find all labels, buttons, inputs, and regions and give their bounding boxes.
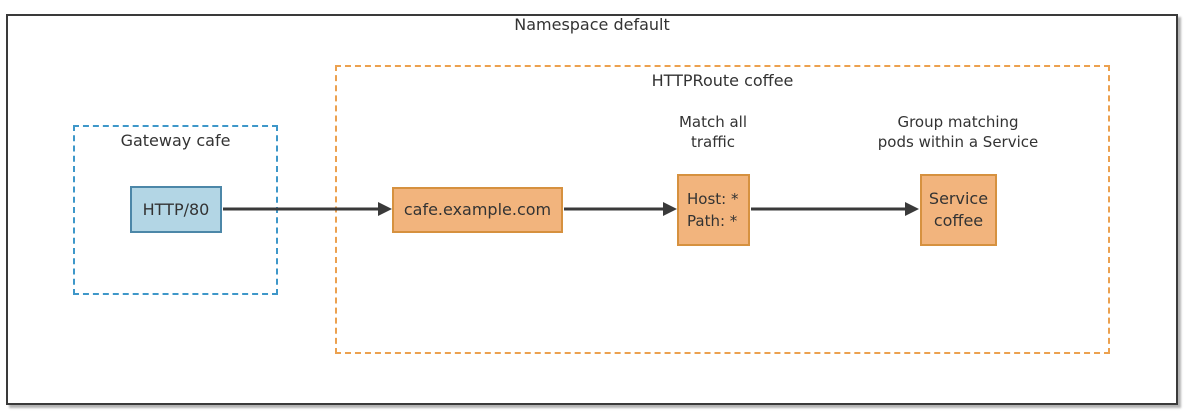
match-annotation-line1: Match all (678, 113, 748, 131)
gateway-group-label: Gateway cafe (120, 131, 231, 150)
match-annotation: Match all traffic (633, 112, 793, 152)
match-rule-path: Path: * (687, 212, 738, 230)
match-node: Host: * Path: * (677, 174, 750, 246)
match-annotation-line2: traffic (691, 133, 735, 151)
gateway-listener-label: HTTP/80 (142, 199, 210, 219)
httproute-group-label: HTTPRoute coffee (651, 71, 794, 90)
backend-annotation-line1: Group matching (897, 113, 1019, 131)
hostname-node: cafe.example.com (392, 187, 563, 233)
backend-annotation-line2: pods within a Service (877, 133, 1039, 151)
backend-annotation: Group matching pods within a Service (846, 112, 1070, 152)
service-label-line2: coffee (933, 211, 984, 230)
service-node: Service coffee (920, 174, 997, 246)
gateway-listener-node: HTTP/80 (130, 186, 222, 233)
hostname-label: cafe.example.com (403, 200, 552, 219)
match-rule-host: Host: * (687, 190, 739, 208)
service-label-line1: Service (928, 189, 989, 208)
namespace-box-label: Namespace default (514, 15, 670, 34)
